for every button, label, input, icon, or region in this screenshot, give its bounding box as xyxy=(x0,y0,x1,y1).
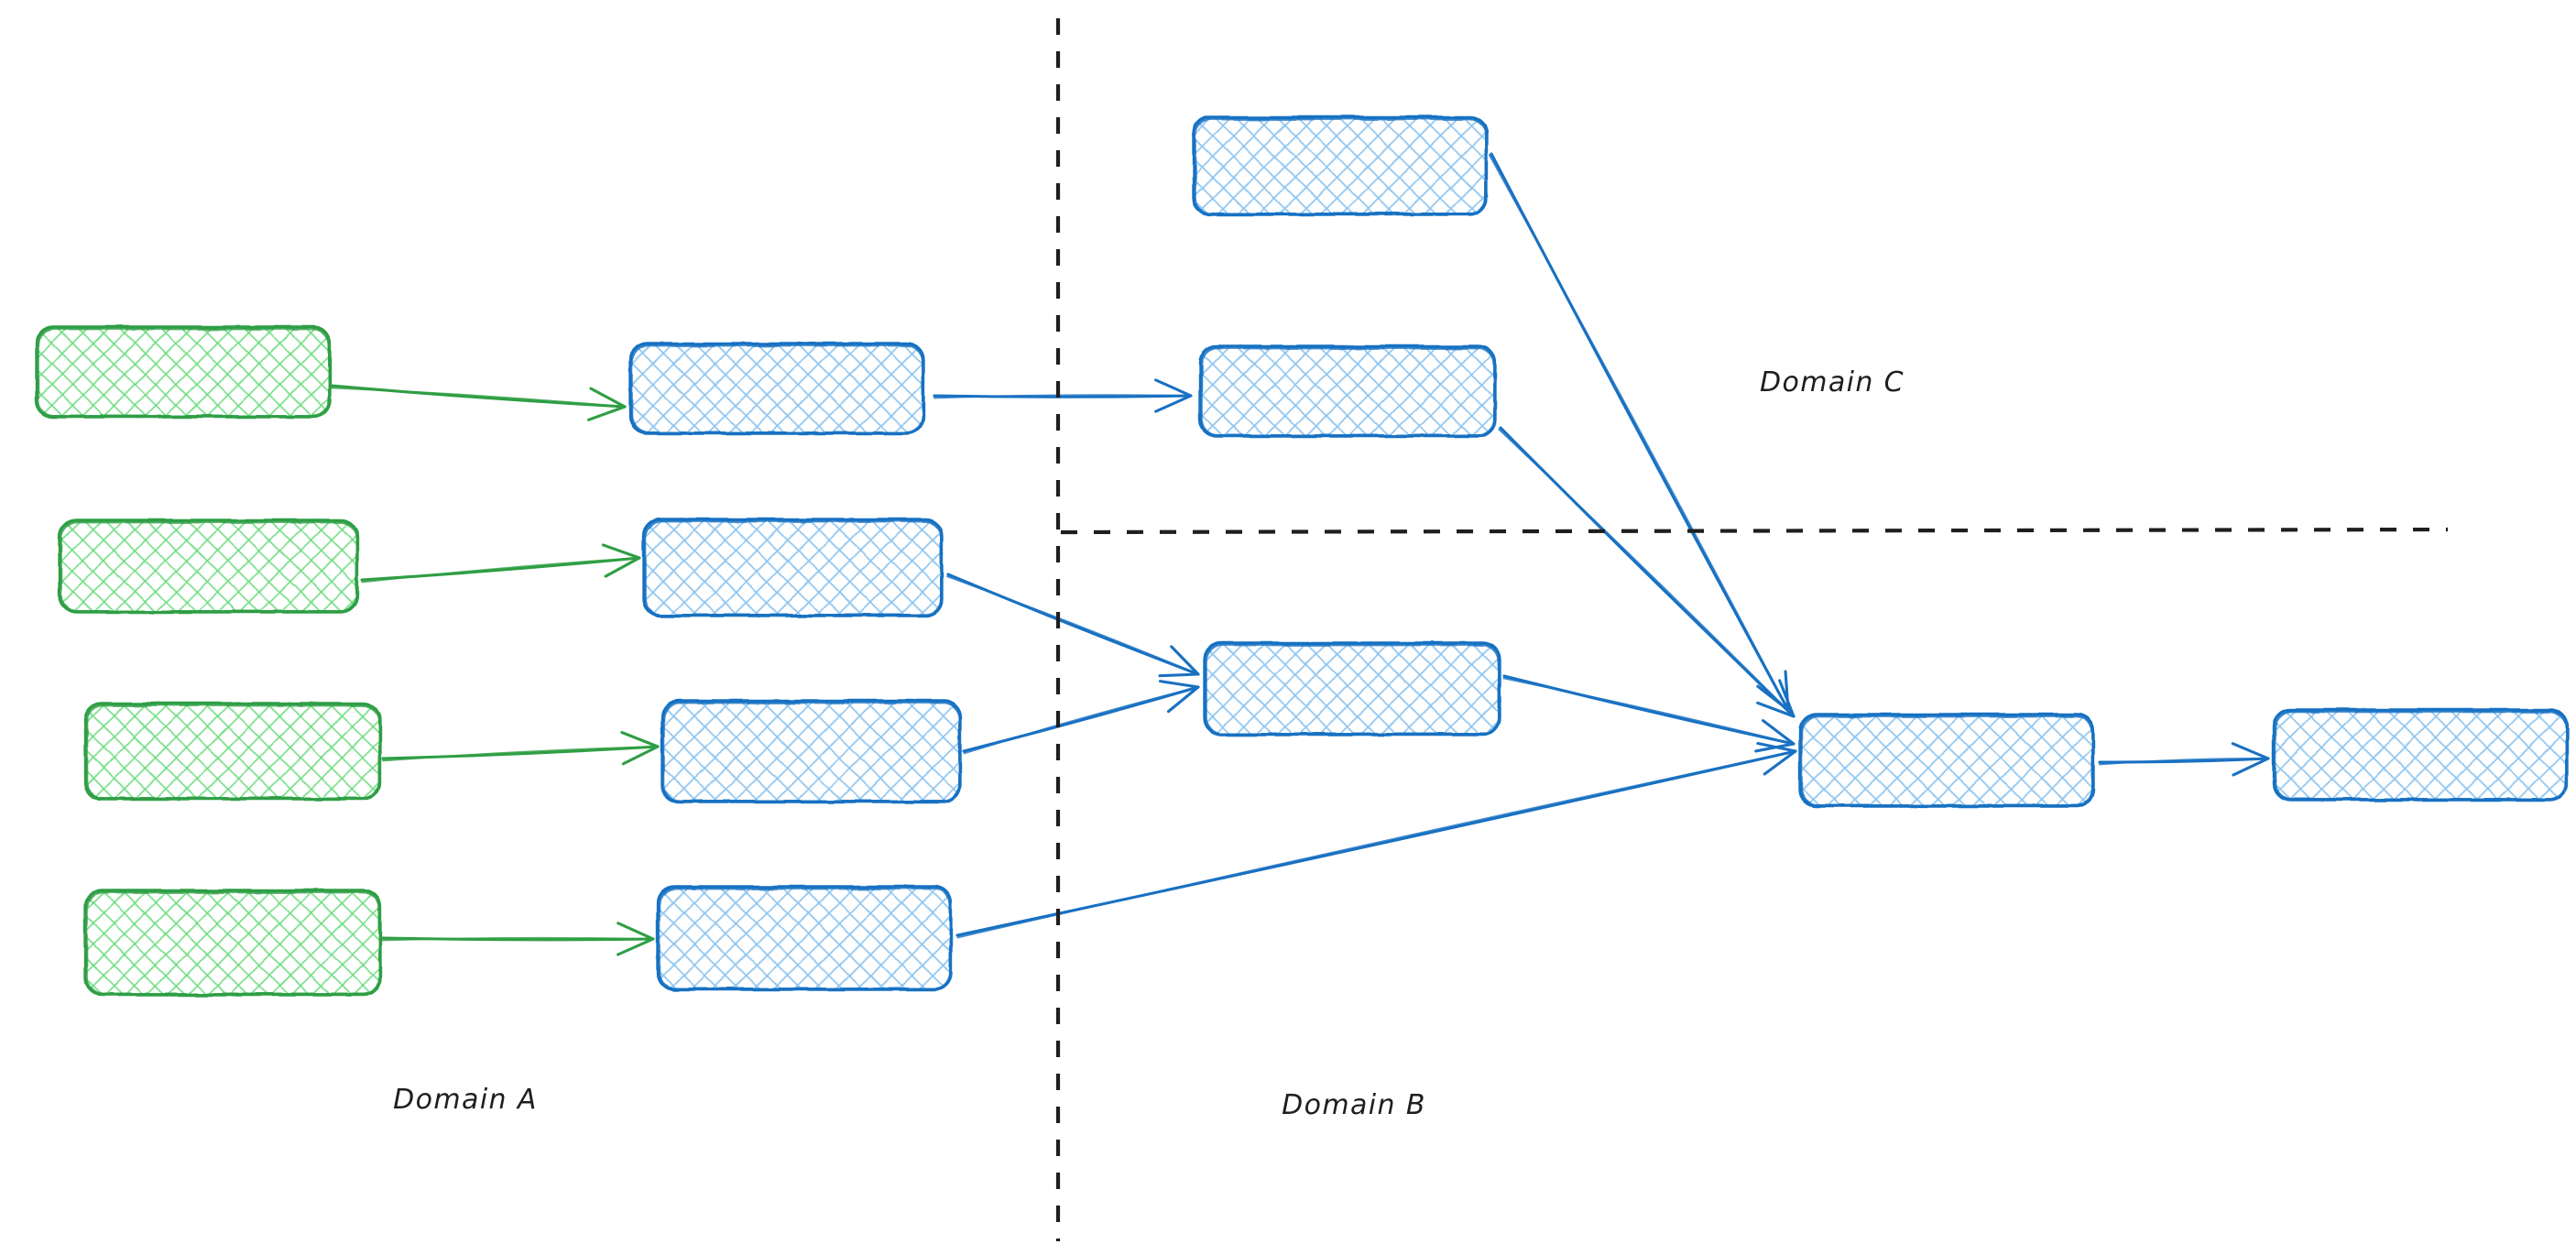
node-a1[interactable] xyxy=(35,325,332,419)
node-a4[interactable] xyxy=(83,889,382,997)
horizontal-divider xyxy=(1060,527,2449,535)
edge-e-a2-b2 xyxy=(360,543,641,584)
node-c5[interactable] xyxy=(2272,708,2569,802)
node-c3[interactable] xyxy=(1203,641,1501,737)
node-a2[interactable] xyxy=(58,518,359,614)
domain-a-label: Domain A xyxy=(393,1084,538,1116)
node-a3[interactable] xyxy=(83,702,382,801)
edges-layer xyxy=(330,152,2270,956)
node-c4[interactable] xyxy=(1798,713,2095,808)
edge-e-a3-b3 xyxy=(381,731,660,766)
edge-e-a1-b1 xyxy=(330,384,627,421)
edge-e-b1-c2 xyxy=(933,378,1193,413)
node-c2[interactable] xyxy=(1198,344,1497,438)
node-b3[interactable] xyxy=(660,699,962,803)
edge-e-b2-c3 xyxy=(946,573,1200,678)
node-b2[interactable] xyxy=(642,518,944,617)
edge-e-a4-b4 xyxy=(381,922,655,956)
edge-e-c1-c4 xyxy=(1488,152,1790,712)
node-b4[interactable] xyxy=(656,885,953,991)
edge-e-b4-c4 xyxy=(955,741,1797,939)
labels-layer: Domain A Domain B Domain C xyxy=(393,366,1905,1121)
dividers-layer xyxy=(1055,18,2449,1241)
domain-c-label: Domain C xyxy=(1760,366,1905,398)
nodes-layer xyxy=(35,115,2569,997)
node-c1[interactable] xyxy=(1192,115,1489,216)
edge-e-c2-c4 xyxy=(1498,426,1796,718)
node-b1[interactable] xyxy=(628,342,925,435)
domain-b-label: Domain B xyxy=(1282,1089,1426,1121)
edge-e-c4-c5 xyxy=(2098,742,2270,777)
edge-e-b3-c3 xyxy=(962,680,1200,755)
edge-e-c3-c4 xyxy=(1502,674,1796,753)
